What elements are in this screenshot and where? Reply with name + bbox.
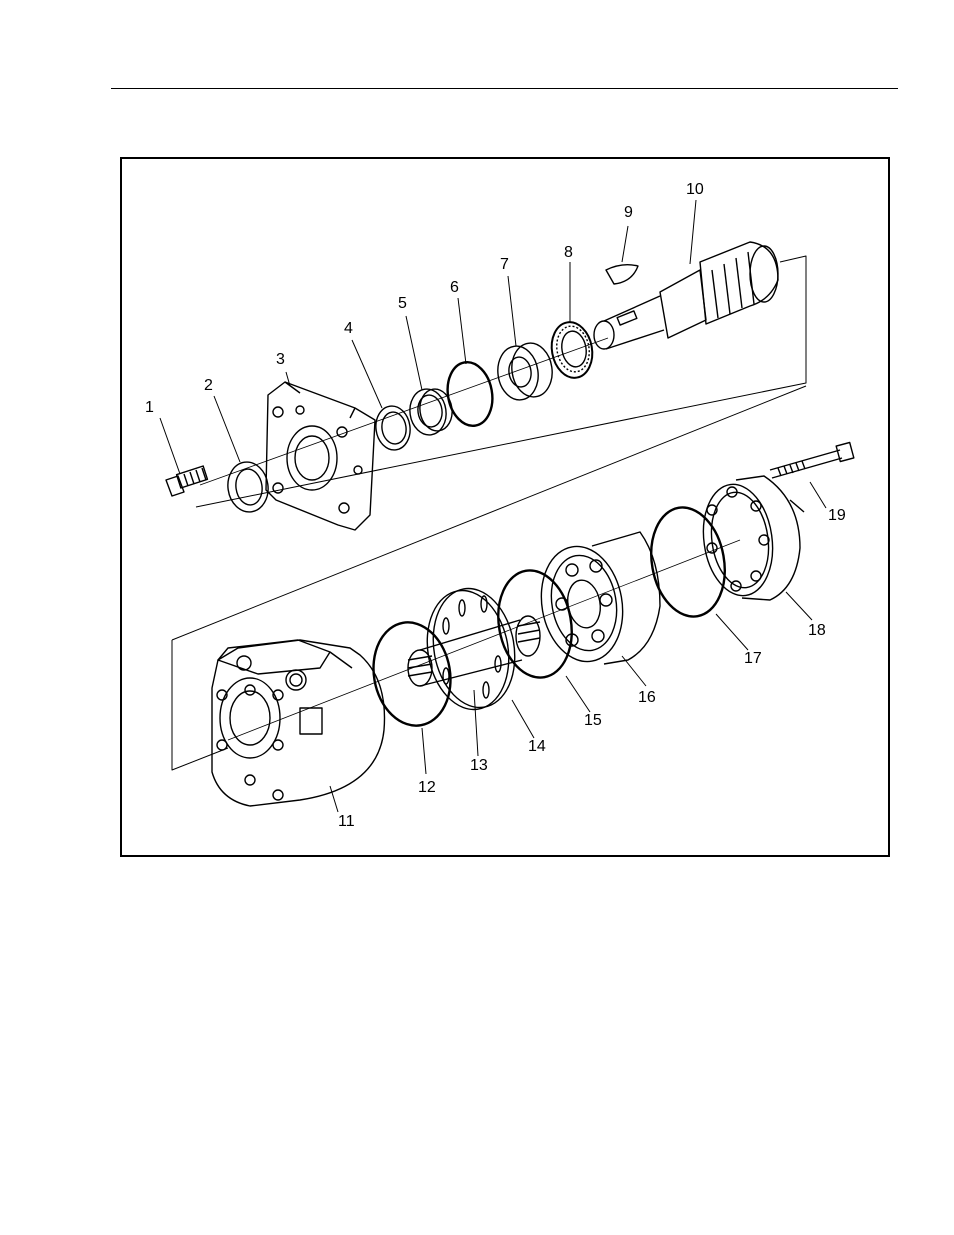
callout-6: 6: [450, 279, 459, 296]
callout-18: 18: [808, 622, 826, 639]
callout-13: 13: [470, 757, 488, 774]
callout-5: 5: [398, 295, 407, 312]
callout-16: 16: [638, 689, 656, 706]
callout-17: 17: [744, 650, 762, 667]
callout-7: 7: [500, 256, 509, 273]
callout-9: 9: [624, 204, 633, 221]
callout-12: 12: [418, 779, 436, 796]
part-3-flange: [266, 382, 375, 530]
callout-15: 15: [584, 712, 602, 729]
part-8-bearing: [547, 319, 596, 381]
part-18-end-cover: [697, 476, 804, 600]
part-7-washer: [494, 340, 555, 402]
callout-4: 4: [344, 320, 353, 337]
part-4-ring: [373, 404, 413, 452]
part-9-key: [606, 265, 638, 284]
callout-14: 14: [528, 738, 546, 755]
part-15-o-ring: [490, 565, 580, 684]
callout-19: 19: [828, 507, 846, 524]
part-16-gerotor: [533, 532, 660, 668]
callout-2: 2: [204, 377, 213, 394]
part-11-housing: [212, 640, 385, 806]
lower-centerline: [228, 540, 740, 740]
callout-1: 1: [145, 399, 154, 416]
leader-lines: [160, 200, 826, 812]
part-14-wear-plate: [418, 582, 524, 716]
callout-3: 3: [276, 351, 285, 368]
callout-10: 10: [686, 181, 704, 198]
part-17-o-ring: [643, 502, 733, 623]
part-1-fitting: [166, 466, 207, 496]
part-19-cap-screw: [770, 442, 854, 478]
part-10-shaft: [594, 242, 778, 349]
callout-11: 11: [338, 813, 355, 830]
callout-8: 8: [564, 244, 573, 261]
